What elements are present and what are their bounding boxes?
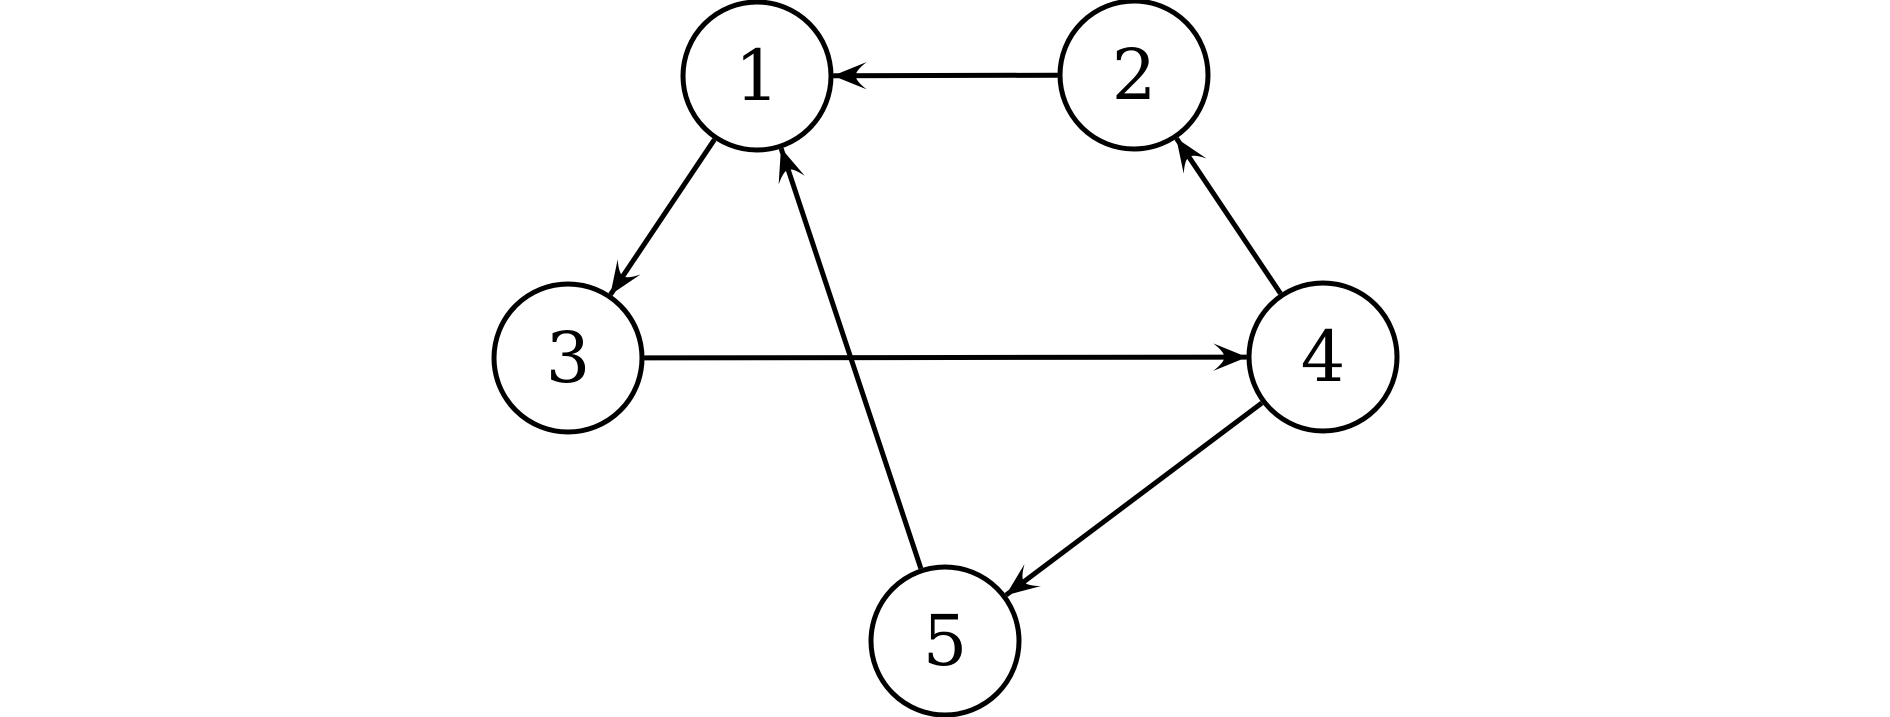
edge-3-4	[644, 343, 1248, 371]
node-1: 1	[680, 0, 834, 153]
edge-5-1	[778, 147, 924, 570]
edge-1-3	[608, 138, 717, 296]
node-2: 2	[1057, 0, 1211, 152]
node-4-circle	[1246, 280, 1400, 434]
node-2-label: 2	[1112, 34, 1157, 116]
node-1-label: 1	[735, 35, 780, 117]
edge-4-5	[1004, 400, 1264, 598]
edge-2-1	[832, 62, 1058, 90]
node-5-label: 5	[923, 600, 968, 682]
node-4-label: 4	[1301, 316, 1346, 398]
node-1-circle	[680, 0, 834, 153]
node-5: 5	[868, 564, 1022, 717]
node-3-label: 3	[546, 317, 591, 399]
edge-4-2	[1174, 137, 1283, 295]
node-5-circle	[868, 564, 1022, 717]
node-3-circle	[491, 281, 645, 435]
node-3: 3	[491, 281, 645, 435]
node-2-circle	[1057, 0, 1211, 152]
node-4: 4	[1246, 280, 1400, 434]
